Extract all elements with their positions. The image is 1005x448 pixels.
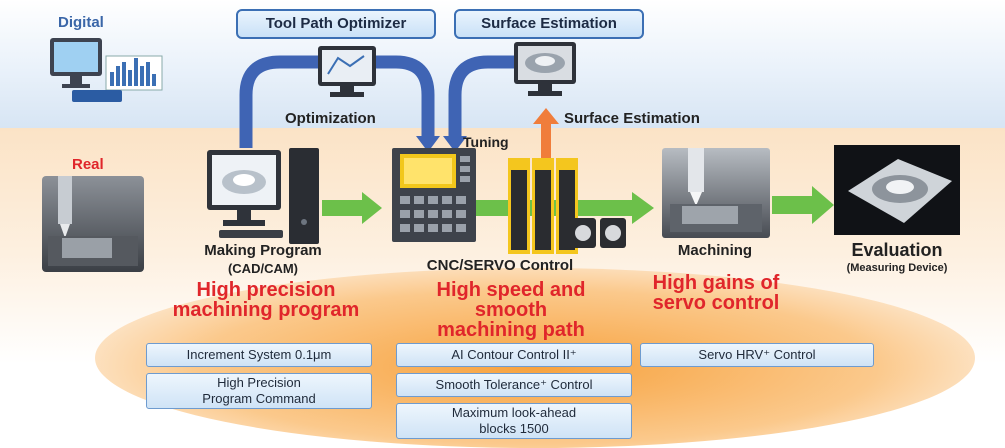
feature-servo-hrv-text: Servo HRV⁺ Control: [698, 347, 816, 362]
feature-high-precision-line1: High Precision: [217, 375, 301, 390]
tuning-arrow: [448, 55, 545, 138]
surface-estimation-box: Surface Estimation: [454, 9, 644, 39]
highlight-cnc-line3: machining path: [437, 319, 585, 341]
tuning-label: Tuning: [463, 134, 509, 150]
making-program-subtitle: (CAD/CAM): [227, 261, 299, 276]
optimization-label: Optimization: [285, 110, 376, 127]
feature-lookahead: Maximum look-ahead blocks 1500: [396, 403, 632, 439]
green-arrow-2-head: [632, 192, 654, 224]
feature-servo-hrv: Servo HRV⁺ Control: [640, 343, 874, 367]
highlight-program-line1: High precision: [196, 279, 336, 301]
highlight-cnc: High speed and smooth machining path: [406, 280, 616, 340]
feature-increment-system: Increment System 0.1μm: [146, 343, 372, 367]
feature-smooth-tolerance: Smooth Tolerance⁺ Control: [396, 373, 632, 397]
tool-path-optimizer-box: Tool Path Optimizer: [236, 9, 436, 39]
machining-photo-icon: [662, 148, 770, 238]
green-arrow-1-head: [362, 192, 382, 224]
machine-photo-icon: [42, 176, 144, 272]
highlight-program: High precision machining program: [136, 280, 396, 320]
highlight-cnc-line2: smooth: [474, 299, 548, 321]
servo-motor-icon: [570, 218, 626, 248]
feature-high-precision-command: High Precision Program Command: [146, 373, 372, 409]
feature-lookahead-line1: Maximum look-ahead: [451, 405, 577, 420]
feature-lookahead-line2: blocks 1500: [479, 421, 549, 436]
surface-monitor-icon: [514, 42, 576, 96]
making-program-title: Making Program: [204, 242, 322, 259]
cnc-title: CNC/SERVO Control: [426, 257, 574, 274]
feature-ai-contour-text: AI Contour Control II⁺: [451, 347, 577, 362]
feature-increment-text: Increment System 0.1μm: [186, 347, 332, 362]
highlight-program-line2: machining program: [172, 299, 360, 321]
optimizer-monitor-icon: [318, 46, 376, 97]
tuning-arrow-head: [443, 136, 467, 152]
optimization-arrow-head: [416, 136, 440, 152]
surface-estimation-arrow: [541, 122, 551, 160]
green-arrow-1: [322, 200, 364, 216]
workpiece-photo-icon: [834, 145, 960, 235]
highlight-servo: High gains of servo control: [626, 273, 806, 313]
digital-label: Digital: [58, 14, 104, 31]
surface-estimation-arrow-head: [533, 108, 559, 124]
evaluation-title: Evaluation: [851, 240, 943, 260]
servo-amplifier-icon: [508, 158, 578, 254]
highlight-servo-line1: High gains of: [652, 272, 780, 294]
feature-smooth-tolerance-text: Smooth Tolerance⁺ Control: [435, 377, 593, 392]
real-label: Real: [72, 156, 104, 173]
surface-estimation-label: Surface Estimation: [564, 110, 700, 127]
feature-ai-contour-control: AI Contour Control II⁺: [396, 343, 632, 367]
cnc-panel-icon: [392, 148, 476, 242]
highlight-servo-line2: servo control: [652, 292, 780, 314]
feature-high-precision-line2: Program Command: [202, 391, 316, 406]
highlight-cnc-line1: High speed and: [436, 279, 586, 301]
digital-pc-icon: [50, 38, 163, 102]
green-arrow-3-head: [812, 186, 834, 224]
green-arrow-3: [772, 196, 814, 214]
cad-workstation-icon: [207, 148, 319, 244]
machining-title: Machining: [677, 242, 753, 259]
evaluation-subtitle: (Measuring Device): [846, 262, 948, 274]
